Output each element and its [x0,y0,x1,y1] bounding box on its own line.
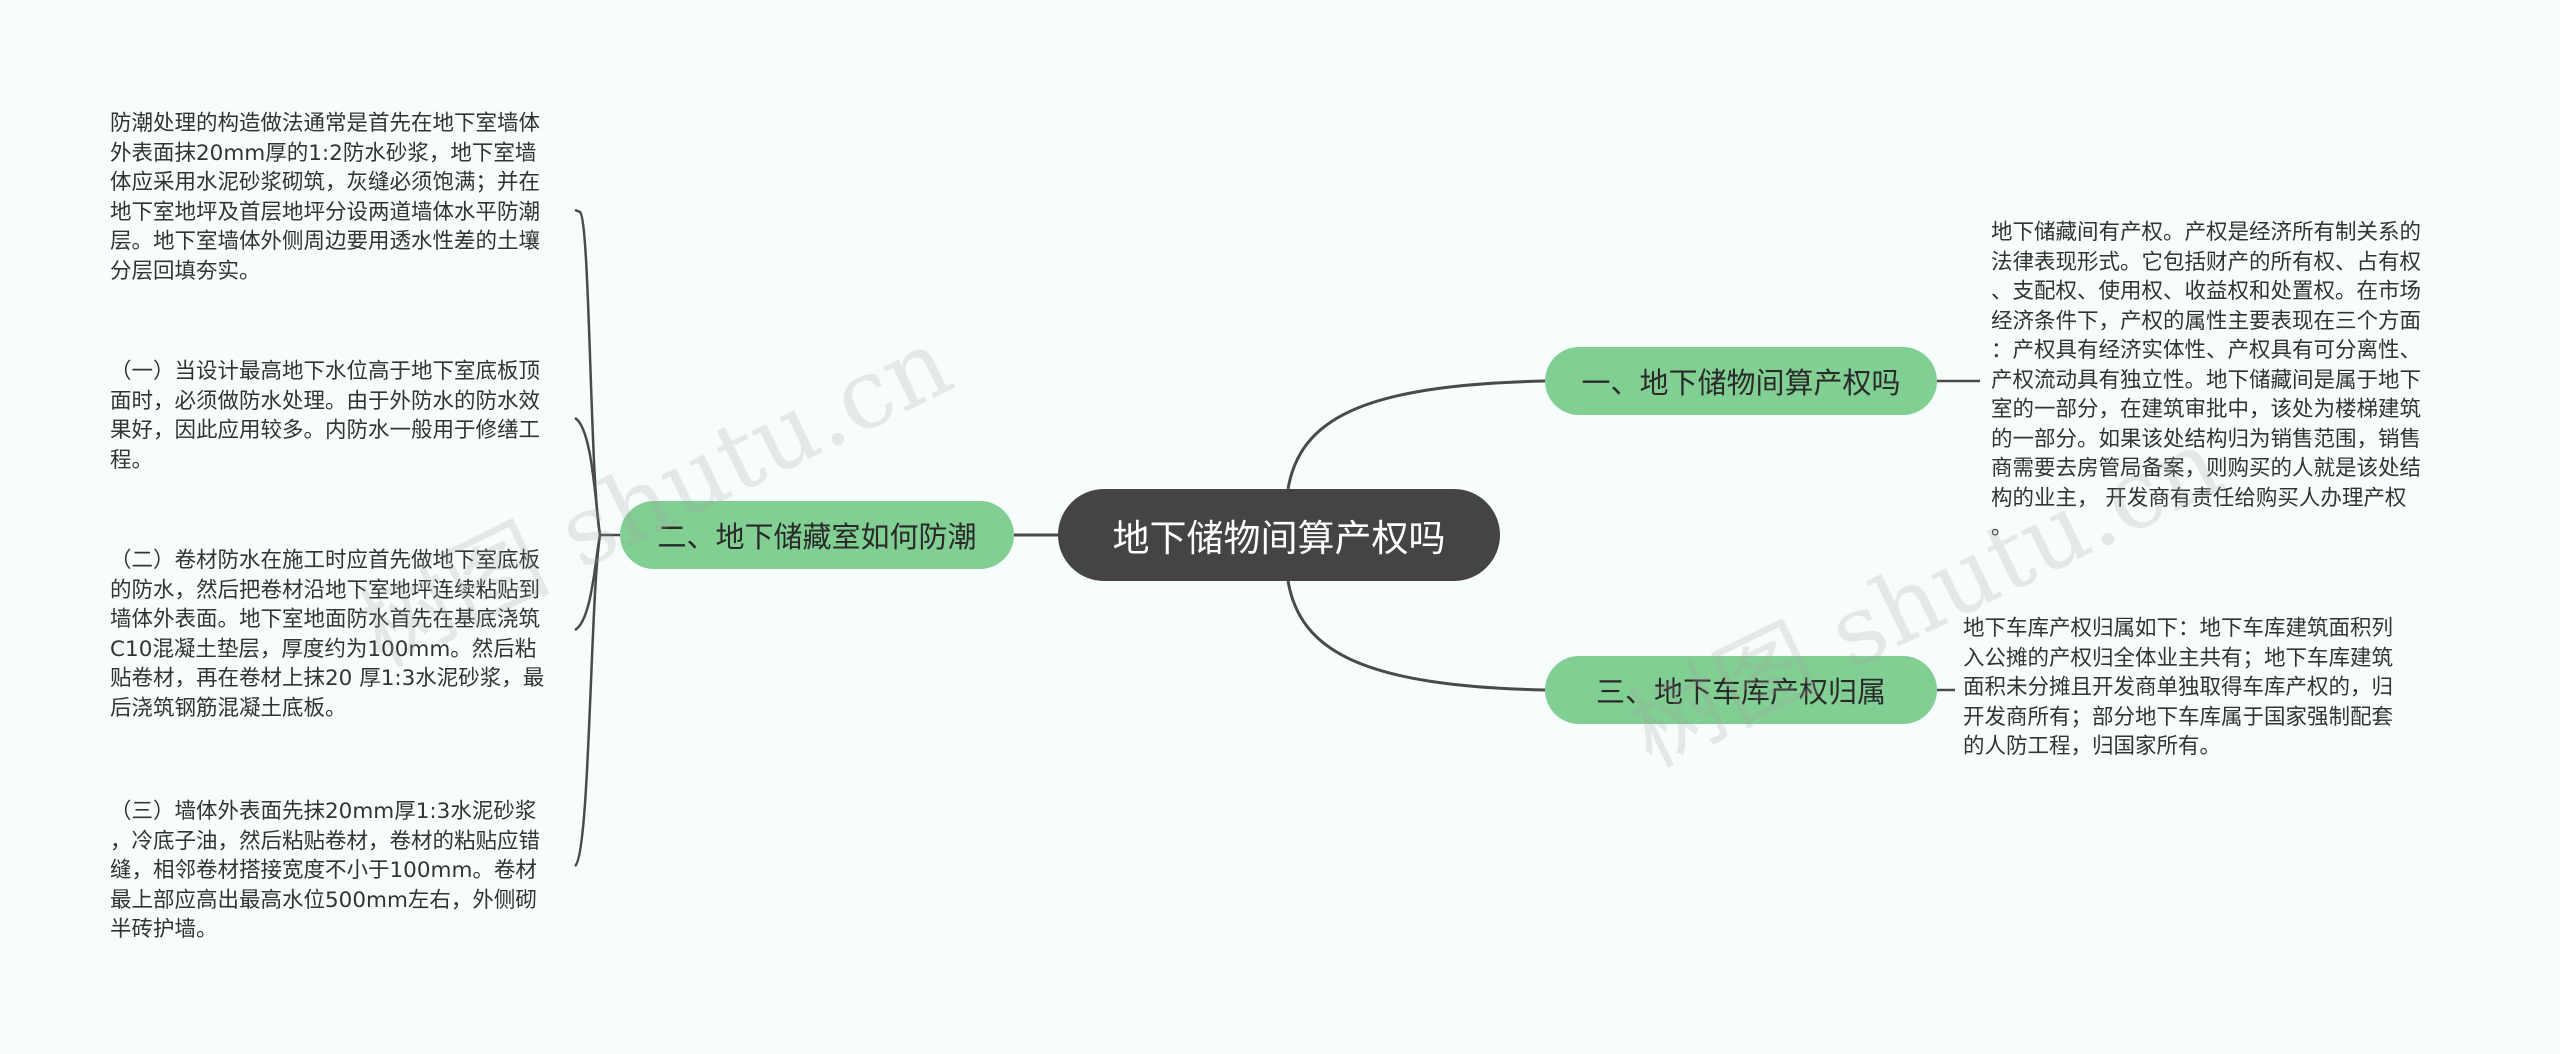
branch-node-property-rights[interactable]: 一、地下储物间算产权吗 [1545,347,1937,415]
branch-node-moisture-proofing[interactable]: 二、地下储藏室如何防潮 [620,501,1014,569]
root-title: 地下储物间算产权吗 [1112,517,1446,560]
leaf-text-waterproof-3: （三）墙体外表面先抹20mm厚1:3水泥砂浆 ，冷底子油，然后粘贴卷材，卷材的粘… [110,799,541,942]
branch-node-garage-ownership[interactable]: 三、地下车库产权归属 [1545,656,1937,724]
leaf-text-property-rights: 地下储藏间有产权。产权是经济所有制关系的 法律表现形式。它包括财产的所有权、占有… [1991,220,2422,540]
branch-label: 二、地下储藏室如何防潮 [657,520,977,554]
connector-branch-2-leaf-2 [574,416,602,536]
branch-label: 一、地下储物间算产权吗 [1581,366,1901,400]
connector-branch-2-leaf-4 [573,534,602,867]
connector-root-branch-3 [1286,580,1546,692]
leaf-text-garage-ownership: 地下车库产权归属如下：地下车库建筑面积列 入公摊的产权归全体业主共有；地下车库建… [1963,616,2394,759]
connector-root-branch-1 [1286,379,1546,490]
leaf-text-moisture-method: 防潮处理的构造做法通常是首先在地下室墙体 外表面抹20mm厚的1:2防水砂浆，地… [110,111,541,284]
leaf-text-waterproof-2: （二）卷材防水在施工时应首先做地下室底板 的防水，然后把卷材沿地下室地坪连续粘贴… [110,548,545,721]
connector-branch-2-leaf-1 [574,208,602,536]
branch-label: 三、地下车库产权归属 [1595,675,1886,709]
leaf-text-waterproof-1: （一）当设计最高地下水位高于地下室底板顶 面时，必须做防水处理。由于外防水的防水… [110,359,541,473]
root-node[interactable]: 地下储物间算产权吗 [1058,489,1500,581]
